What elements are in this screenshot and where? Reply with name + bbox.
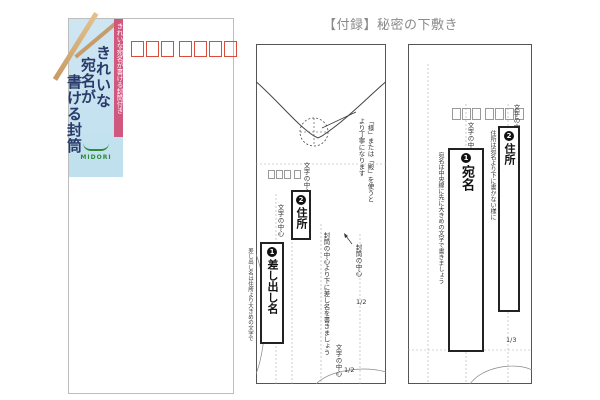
char-center-label: 文字の中心 [334,344,342,377]
char-center-label: 文字の中心 [302,162,310,195]
sender-number: 1 [267,247,277,257]
page-caption: 【付録】秘密の下敷き [323,18,459,33]
postal-box [294,170,301,179]
product-title-line-2: 宛名が [79,57,97,105]
brand-logo-mark [83,143,109,151]
seal-note-line-1: 「様」または「殿」を使うと [366,118,374,203]
postal-box [194,41,207,57]
postal-box [284,170,291,179]
postal-box [452,108,461,120]
guide-sheet-back: 「様」または「殿」を使うと より丁寧になります 文字の中心 2住所 文字の中心 … [247,44,386,384]
sender-guide-text: 封筒の中心より下に差し名を書きましょう [322,232,330,356]
product-title-line-1: きれいな [94,45,112,109]
address-number: 2 [296,195,306,205]
address-box: 2 住所 [498,126,520,312]
postal-box [131,41,144,57]
envelope-center-label: 封筒の中心 [354,244,362,277]
product-title-line-3: 書ける封筒 [65,74,83,154]
postal-box [505,108,514,120]
guide-sheet-back-outline [256,44,386,384]
postal-box [462,108,471,120]
ribbon-text: きれいな宛名が書ける封筒付き [115,23,123,114]
fraction-third-mark: 1/3 [506,336,517,344]
postal-box [276,170,283,179]
fraction-half-mark: 1/2 [356,298,367,306]
recipient-note: 宛名は中央線に先に大きめの文字で書きましょう [437,152,444,284]
pink-ribbon [114,19,123,137]
postal-box [224,41,237,57]
recipient-number: 1 [461,153,471,163]
address-note: 住所は宛名より下に書かない様に [489,130,496,220]
brand-name: MIDORI [80,154,112,161]
fraction-half-mark-bottom: 1/2 [344,366,355,374]
recipient-label: 宛名 [459,165,474,191]
postal-box [495,108,504,120]
sender-label: 差し出し名 [266,259,279,314]
postal-box [472,108,481,120]
postal-box [161,41,174,57]
address-box: 2 住所 [291,190,311,240]
postal-box [146,41,159,57]
char-center-label: 文字の中心 [276,204,284,237]
product-band: きれいな宛名が書ける封筒付き きれいな 宛名が 書ける封筒 MIDORI [52,12,123,177]
product-envelope: きれいな宛名が書ける封筒付き きれいな 宛名が 書ける封筒 MIDORI [52,12,237,394]
address-label: 住所 [295,207,308,229]
postal-code-boxes [131,41,237,57]
sender-note: 差し出し名は住所より大きめの文字で [247,248,253,342]
postal-box [179,41,192,57]
postal-box [515,108,524,120]
address-number: 2 [504,131,514,141]
postal-code-boxes-small [268,170,301,179]
address-label: 住所 [503,143,516,165]
seal-note-line-2: より丁寧になります [357,118,365,177]
postal-box [485,108,494,120]
recipient-box: 1 宛名 [448,148,484,352]
char-center-label: 文字の中心 [466,122,474,155]
postal-box [209,41,222,57]
sender-box: 1 差し出し名 [260,242,284,344]
postal-box [268,170,275,179]
char-center-label: 文字の中心 [512,104,520,137]
postal-code-boxes-small [452,108,524,120]
guide-sheet-front: 文字の中心 2 住所 住所は宛名より下に書かない様に 文字の中心 1 宛名 宛名は中… [408,44,532,384]
